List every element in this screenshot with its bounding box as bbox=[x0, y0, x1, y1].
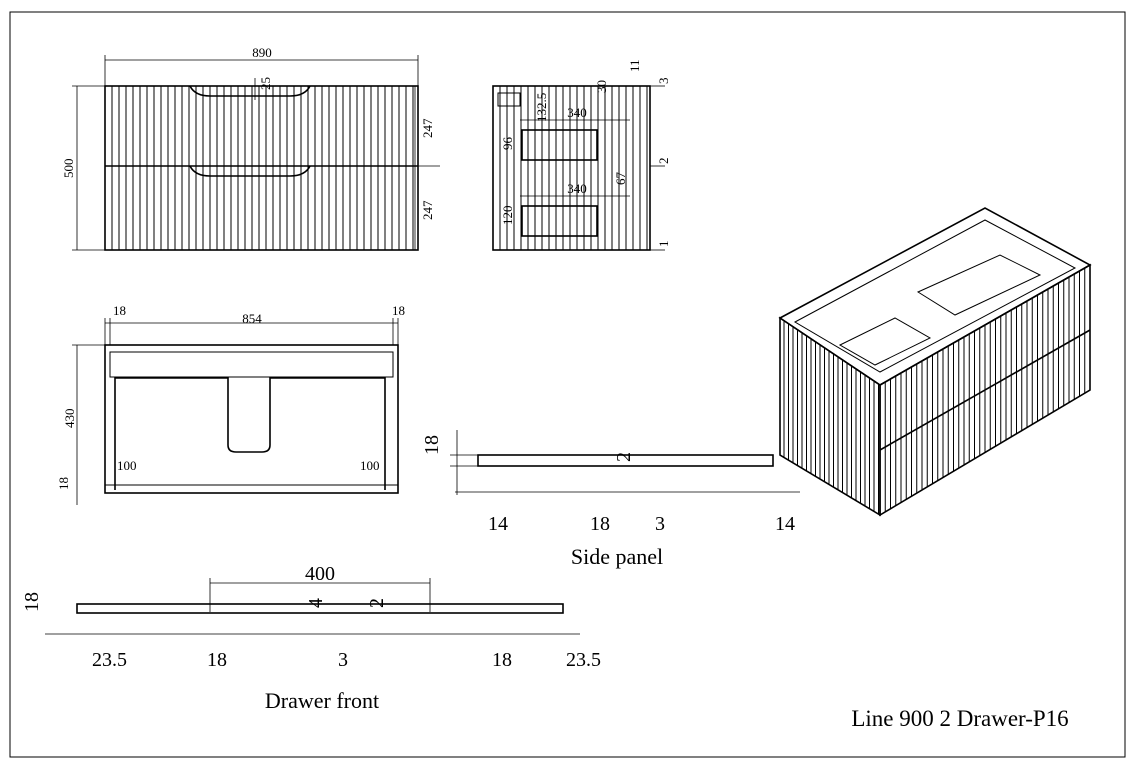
dim-rail-left: 100 bbox=[117, 458, 137, 473]
dim-handle-depth: 25 bbox=[258, 77, 273, 90]
dim-3: 3 bbox=[655, 513, 665, 535]
dim-3: 3 bbox=[656, 78, 671, 85]
dim-340-bottom: 340 bbox=[567, 181, 587, 196]
dim-right: 18 bbox=[392, 303, 405, 318]
bracket bbox=[497, 92, 521, 107]
dim-30: 30 bbox=[594, 80, 609, 93]
dim-handle-width: 400 bbox=[305, 563, 335, 585]
dim-132-5: 132.5 bbox=[534, 93, 549, 122]
front-outline bbox=[104, 85, 419, 251]
dim-groove: 2 bbox=[613, 452, 635, 462]
dim-120: 120 bbox=[500, 206, 515, 226]
dim-depth: 430 bbox=[62, 409, 77, 429]
iso-flutes bbox=[783, 268, 1086, 515]
dim-23-5-right: 23.5 bbox=[566, 649, 601, 671]
top-handle bbox=[189, 85, 311, 97]
dim-height: 500 bbox=[61, 159, 76, 179]
dim-23-5-left: 23.5 bbox=[92, 649, 127, 671]
dim-4: 4 bbox=[305, 598, 327, 608]
dim-3: 3 bbox=[338, 649, 348, 671]
front-view: 890 25 500 247 247 bbox=[61, 45, 440, 251]
dim-drawer-bottom: 247 bbox=[420, 200, 435, 220]
dim-11: 11 bbox=[627, 59, 642, 72]
front-flutes bbox=[111, 86, 414, 250]
side-panel-section: 18 2 14 18 3 14 Side panel bbox=[421, 430, 800, 569]
drawing-title: Line 900 2 Drawer-P16 bbox=[851, 706, 1068, 731]
dim-inner: 854 bbox=[242, 311, 262, 326]
dim-2: 2 bbox=[656, 158, 671, 165]
sheet-border bbox=[9, 11, 1126, 758]
dim-rail-right: 100 bbox=[360, 458, 380, 473]
dim-width: 890 bbox=[252, 45, 272, 60]
dim-18-left: 18 bbox=[207, 649, 227, 671]
plan-outline bbox=[104, 344, 399, 494]
dim-96: 96 bbox=[500, 137, 515, 151]
drawer-front-label: Drawer front bbox=[265, 688, 379, 713]
isometric-view bbox=[778, 207, 1092, 517]
drawer-front-section: 400 18 4 2 23.5 18 3 18 23.5 Drawer fron… bbox=[21, 563, 601, 713]
top-drawer-box bbox=[521, 129, 598, 161]
dim-18: 18 bbox=[590, 513, 610, 535]
dim-2: 2 bbox=[366, 598, 388, 608]
dim-thickness: 18 bbox=[21, 592, 43, 612]
side-view: 11 30 3 132.5 340 96 2 67 340 120 1 bbox=[492, 59, 671, 251]
dim-left: 18 bbox=[113, 303, 126, 318]
side-flutes bbox=[499, 86, 648, 250]
dim-18-right: 18 bbox=[492, 649, 512, 671]
dim-1: 1 bbox=[656, 241, 671, 248]
bottom-handle bbox=[189, 165, 311, 177]
dim-67: 67 bbox=[613, 172, 628, 186]
dim-thickness: 18 bbox=[421, 435, 443, 455]
side-panel-label: Side panel bbox=[571, 544, 663, 569]
dim-14-left: 14 bbox=[488, 513, 508, 535]
dim-drawer-top: 247 bbox=[420, 118, 435, 138]
side-outline bbox=[492, 85, 651, 251]
plan-view: 18 854 18 430 18 100 100 bbox=[56, 303, 405, 505]
dim-14-right: 14 bbox=[775, 513, 795, 535]
bottom-drawer-box bbox=[521, 205, 598, 237]
dim-bottom: 18 bbox=[56, 477, 71, 490]
dim-340-top: 340 bbox=[567, 105, 587, 120]
